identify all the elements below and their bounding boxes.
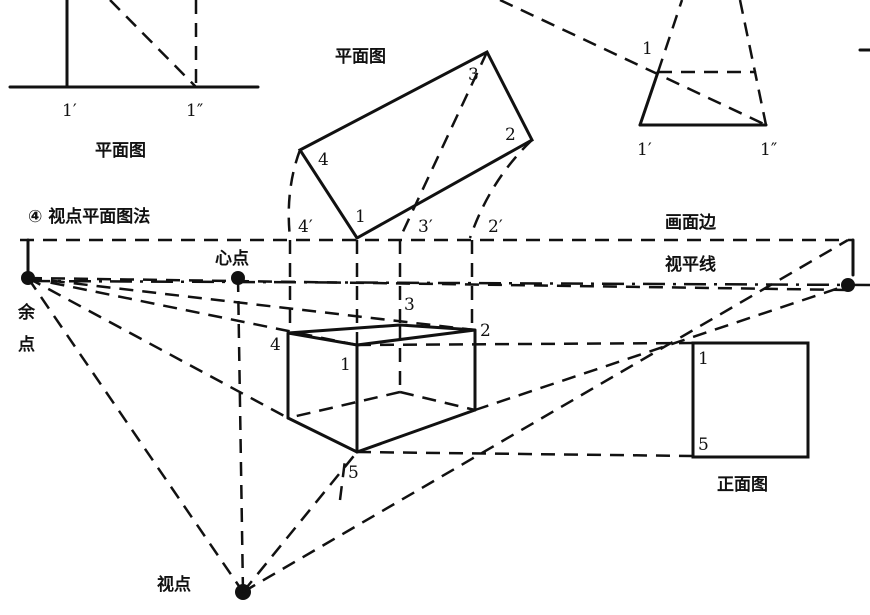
plan-label-top-left: 平面图 [95, 141, 146, 161]
plan-label-center: 平面图 [335, 47, 386, 67]
front-view: 1 5 正面图 [691, 341, 810, 495]
plan-rectangle: 平面图 4 3 2 1 4′ 3′ 2′ [287, 47, 534, 240]
label-1-prime-right: 1′ [637, 140, 652, 160]
viewpoint-label: 视点 [157, 574, 191, 595]
label-1-double-prime-right: 1″ [760, 140, 777, 160]
front-view-label: 正面图 [717, 475, 768, 495]
label-3-prime: 3′ [418, 217, 433, 237]
label-1-top: 1 [642, 39, 653, 59]
top-left-plan: 1′ 1″ 平面图 [8, 0, 260, 161]
plan-label-1: 1 [355, 207, 366, 227]
box-label-3: 3 [404, 295, 415, 315]
plan-label-3: 3 [468, 65, 479, 85]
plan-label-4: 4 [318, 150, 329, 170]
center-point-label: 心点 [215, 248, 249, 269]
picture-plane-label: 画面边 [665, 213, 717, 233]
box-label-1: 1 [340, 355, 351, 375]
box-label-5: 5 [348, 463, 359, 483]
box-label-4: 4 [270, 335, 281, 355]
box-label-2: 2 [480, 321, 491, 341]
remainder-point-label-b: 点 [18, 334, 35, 355]
label-1-double-prime: 1″ [186, 101, 203, 121]
front-label-5: 5 [698, 435, 709, 455]
front-label-1: 1 [698, 349, 709, 369]
projection-lines [26, 238, 849, 594]
plan-label-2: 2 [505, 125, 516, 145]
label-2-prime: 2′ [488, 217, 503, 237]
top-right-construction: 1 1′ 1″ [499, 0, 870, 160]
perspective-box: 4 3 2 1 5 [270, 295, 491, 483]
method-title: ④ 视点平面图法 [28, 206, 150, 227]
horizon-label: 视平线 [665, 254, 716, 275]
label-4-prime: 4′ [298, 217, 313, 237]
label-1-prime: 1′ [62, 101, 77, 121]
remainder-point-label-a: 余 [17, 302, 36, 323]
